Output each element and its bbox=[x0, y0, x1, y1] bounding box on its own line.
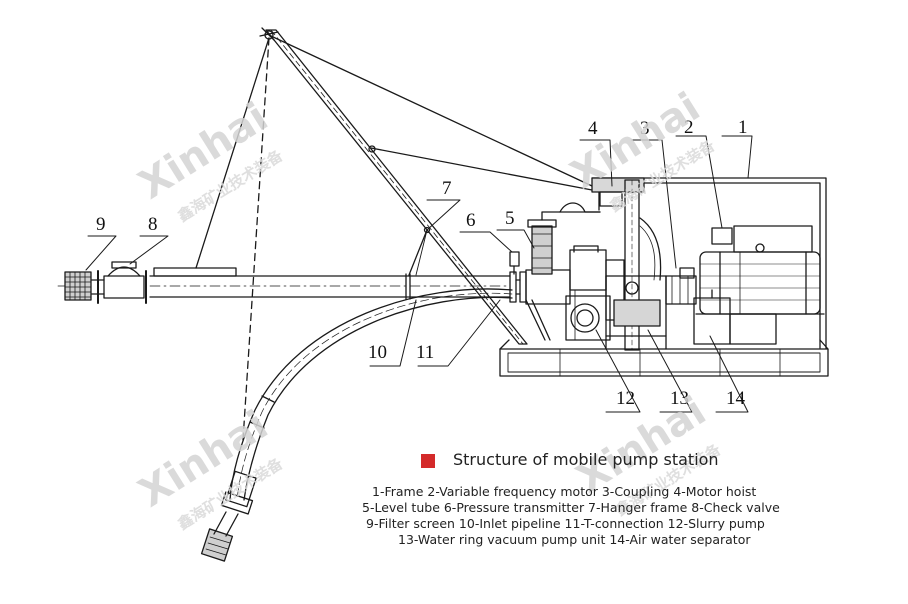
callout-12: 12 bbox=[616, 388, 635, 409]
callout-labels: 1 2 3 4 5 6 7 8 9 10 11 12 13 14 bbox=[96, 117, 748, 409]
legend-line: 1-Frame 2-Variable frequency motor 3-Cou… bbox=[372, 484, 757, 499]
callout-4: 4 bbox=[588, 118, 598, 139]
legend-marker bbox=[421, 454, 435, 468]
callout-10: 10 bbox=[368, 342, 387, 363]
callout-3: 3 bbox=[640, 118, 650, 139]
diagram-title: Structure of mobile pump station bbox=[453, 450, 719, 469]
pressure-transmitter bbox=[509, 251, 520, 275]
callout-2: 2 bbox=[684, 117, 694, 138]
callout-5: 5 bbox=[505, 208, 515, 229]
filter-screen bbox=[57, 271, 92, 301]
inlet-pipeline bbox=[149, 267, 511, 300]
hanger-frame bbox=[408, 226, 431, 276]
callout-1: 1 bbox=[738, 117, 748, 138]
leader-lines bbox=[85, 135, 753, 413]
flexible-hose bbox=[200, 288, 513, 562]
crane-boom bbox=[259, 27, 528, 345]
callout-9: 9 bbox=[96, 214, 106, 235]
callout-14: 14 bbox=[726, 388, 746, 409]
callout-6: 6 bbox=[466, 210, 476, 231]
check-valve bbox=[91, 261, 147, 304]
coupling bbox=[665, 267, 697, 305]
callout-7: 7 bbox=[442, 178, 452, 199]
legend-line: 9-Filter screen 10-Inlet pipeline 11-T-c… bbox=[366, 516, 765, 531]
rigging-cables bbox=[195, 35, 593, 441]
legend-line: 13-Water ring vacuum pump unit 14-Air wa… bbox=[398, 532, 751, 547]
vacuum-pump-unit bbox=[605, 275, 667, 350]
air-water-separator bbox=[693, 289, 777, 345]
legend-line: 5-Level tube 6-Pressure transmitter 7-Ha… bbox=[362, 500, 780, 515]
pipe-flanges bbox=[509, 269, 571, 341]
variable-frequency-motor bbox=[695, 225, 825, 315]
level-tube bbox=[527, 211, 601, 275]
callout-11: 11 bbox=[416, 342, 434, 363]
callout-13: 13 bbox=[670, 388, 689, 409]
callout-8: 8 bbox=[148, 214, 158, 235]
frame bbox=[499, 177, 829, 377]
